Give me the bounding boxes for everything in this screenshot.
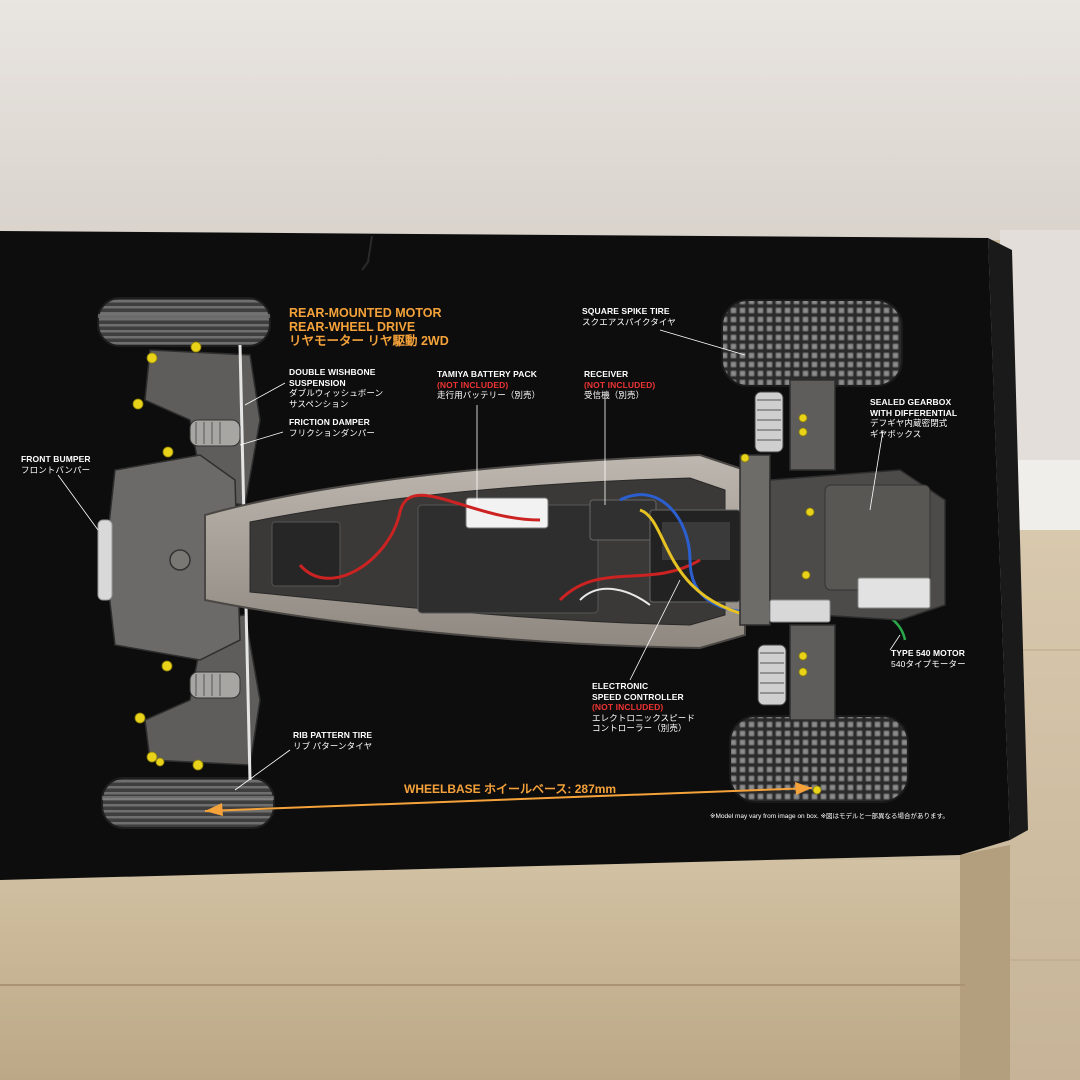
callout-en: WITH DIFFERENTIAL xyxy=(870,407,958,418)
callout-front-bumper: FRONT BUMPER フロントバンパー xyxy=(21,454,91,475)
servo xyxy=(271,521,341,587)
callout-double-wishbone: DOUBLE WISHBONE SUSPENSION ダブルウィッシュボーン サ… xyxy=(289,367,383,409)
front-post xyxy=(169,549,191,571)
front-top-tire xyxy=(97,297,271,347)
callout-jp: エレクトロニックスピード xyxy=(592,712,695,723)
front-bottom-tire xyxy=(101,777,275,829)
rear-bottom-damper xyxy=(757,644,787,706)
heading-line-2: REAR-WHEEL DRIVE xyxy=(289,320,416,334)
wheelbase-label: WHEELBASE ホイールベース: 287mm xyxy=(404,782,617,796)
callout-not-included: (NOT INCLUDED) xyxy=(584,379,656,390)
callout-en: RECEIVER xyxy=(584,369,629,379)
callout-jp: サスペンション xyxy=(289,398,349,409)
red-wire xyxy=(558,558,701,602)
callout-leaders xyxy=(57,329,901,791)
receiver xyxy=(589,499,657,541)
screw-heads xyxy=(132,341,822,795)
callout-friction-damper: FRICTION DAMPER フリクションダンパー xyxy=(289,417,375,438)
callout-jp: スクエアスパイクタイヤ xyxy=(582,316,676,327)
callout-type540-motor: TYPE 540 MOTOR 540タイプモーター xyxy=(891,648,966,669)
wheelbase-arrow xyxy=(204,782,813,816)
rear-top-damper xyxy=(754,391,784,453)
callout-en: FRONT BUMPER xyxy=(21,454,91,464)
product-box-side xyxy=(988,238,1028,840)
yellow-wire xyxy=(639,508,761,620)
callout-not-included: (NOT INCLUDED) xyxy=(437,379,509,390)
rear-bulkhead xyxy=(739,454,771,626)
callout-jp: 走行用バッテリー（別売） xyxy=(437,390,541,400)
callout-receiver: RECEIVER (NOT INCLUDED) 受信機（別売） xyxy=(584,369,655,401)
front-bottom-damper xyxy=(189,671,241,699)
callout-en: SUSPENSION xyxy=(289,377,346,388)
heading-line-3: リヤモーター リヤ駆動 2WD xyxy=(289,334,449,348)
callout-rib-pattern-tire: RIB PATTERN TIRE リブ パターンタイヤ xyxy=(293,730,372,751)
cardboard-box-side xyxy=(960,845,1010,1080)
white-wire xyxy=(579,587,651,606)
callout-en: SQUARE SPIKE TIRE xyxy=(582,306,670,316)
callout-jp: 受信機（別売） xyxy=(584,390,645,400)
callout-en: RIB PATTERN TIRE xyxy=(293,730,373,740)
callout-jp: フリクションダンパー xyxy=(289,427,376,438)
cardboard-box xyxy=(0,860,970,1080)
wall-background xyxy=(0,0,1080,240)
front-bumper xyxy=(97,519,113,601)
callout-en: ELECTRONIC xyxy=(592,681,649,691)
callout-en: DOUBLE WISHBONE xyxy=(289,367,376,377)
disclaimer-note: ※Model may vary from image on box. ※図はモデ… xyxy=(710,813,949,820)
battery-connector xyxy=(465,497,549,529)
callout-square-spike-tire: SQUARE SPIKE TIRE スクエアスパイクタイヤ xyxy=(582,306,676,327)
feature-heading: REAR-MOUNTED MOTOR REAR-WHEEL DRIVE リヤモー… xyxy=(289,306,449,348)
front-top-damper xyxy=(189,419,241,447)
callout-battery-pack: TAMIYA BATTERY PACK (NOT INCLUDED) 走行用バッ… xyxy=(437,369,540,401)
callout-jp: リブ パターンタイヤ xyxy=(293,740,373,751)
motor-mount xyxy=(769,599,831,623)
callout-en: SPEED CONTROLLER xyxy=(592,691,684,702)
esc-heatsink xyxy=(662,522,730,560)
callout-jp: デフギヤ内蔵密閉式 xyxy=(870,418,948,428)
motor xyxy=(857,577,931,609)
callout-jp: フロントバンパー xyxy=(21,464,91,475)
callout-jp: ダブルウィッシュボーン xyxy=(289,388,384,398)
callout-en: FRICTION DAMPER xyxy=(289,417,370,427)
callout-jp: ギヤボックス xyxy=(870,428,922,439)
callout-sealed-gearbox: SEALED GEARBOX WITH DIFFERENTIAL デフギヤ内蔵密… xyxy=(870,397,957,439)
callout-en: TAMIYA BATTERY PACK xyxy=(437,369,537,379)
callout-en: SEALED GEARBOX xyxy=(870,397,952,407)
red-wire xyxy=(298,493,541,580)
callout-not-included: (NOT INCLUDED) xyxy=(592,702,664,712)
box-crease xyxy=(361,235,373,271)
callout-jp: コントローラー（別売） xyxy=(592,723,687,733)
rear-top-tire xyxy=(721,299,903,387)
heading-line-1: REAR-MOUNTED MOTOR xyxy=(289,306,442,320)
rear-top-hub xyxy=(789,379,836,471)
callout-speed-controller: ELECTRONIC SPEED CONTROLLER (NOT INCLUDE… xyxy=(592,681,695,734)
gearbox-cover xyxy=(824,484,931,591)
callout-en: TYPE 540 MOTOR xyxy=(891,648,965,658)
rear-bottom-hub xyxy=(789,624,836,721)
callout-jp: 540タイプモーター xyxy=(891,658,966,669)
